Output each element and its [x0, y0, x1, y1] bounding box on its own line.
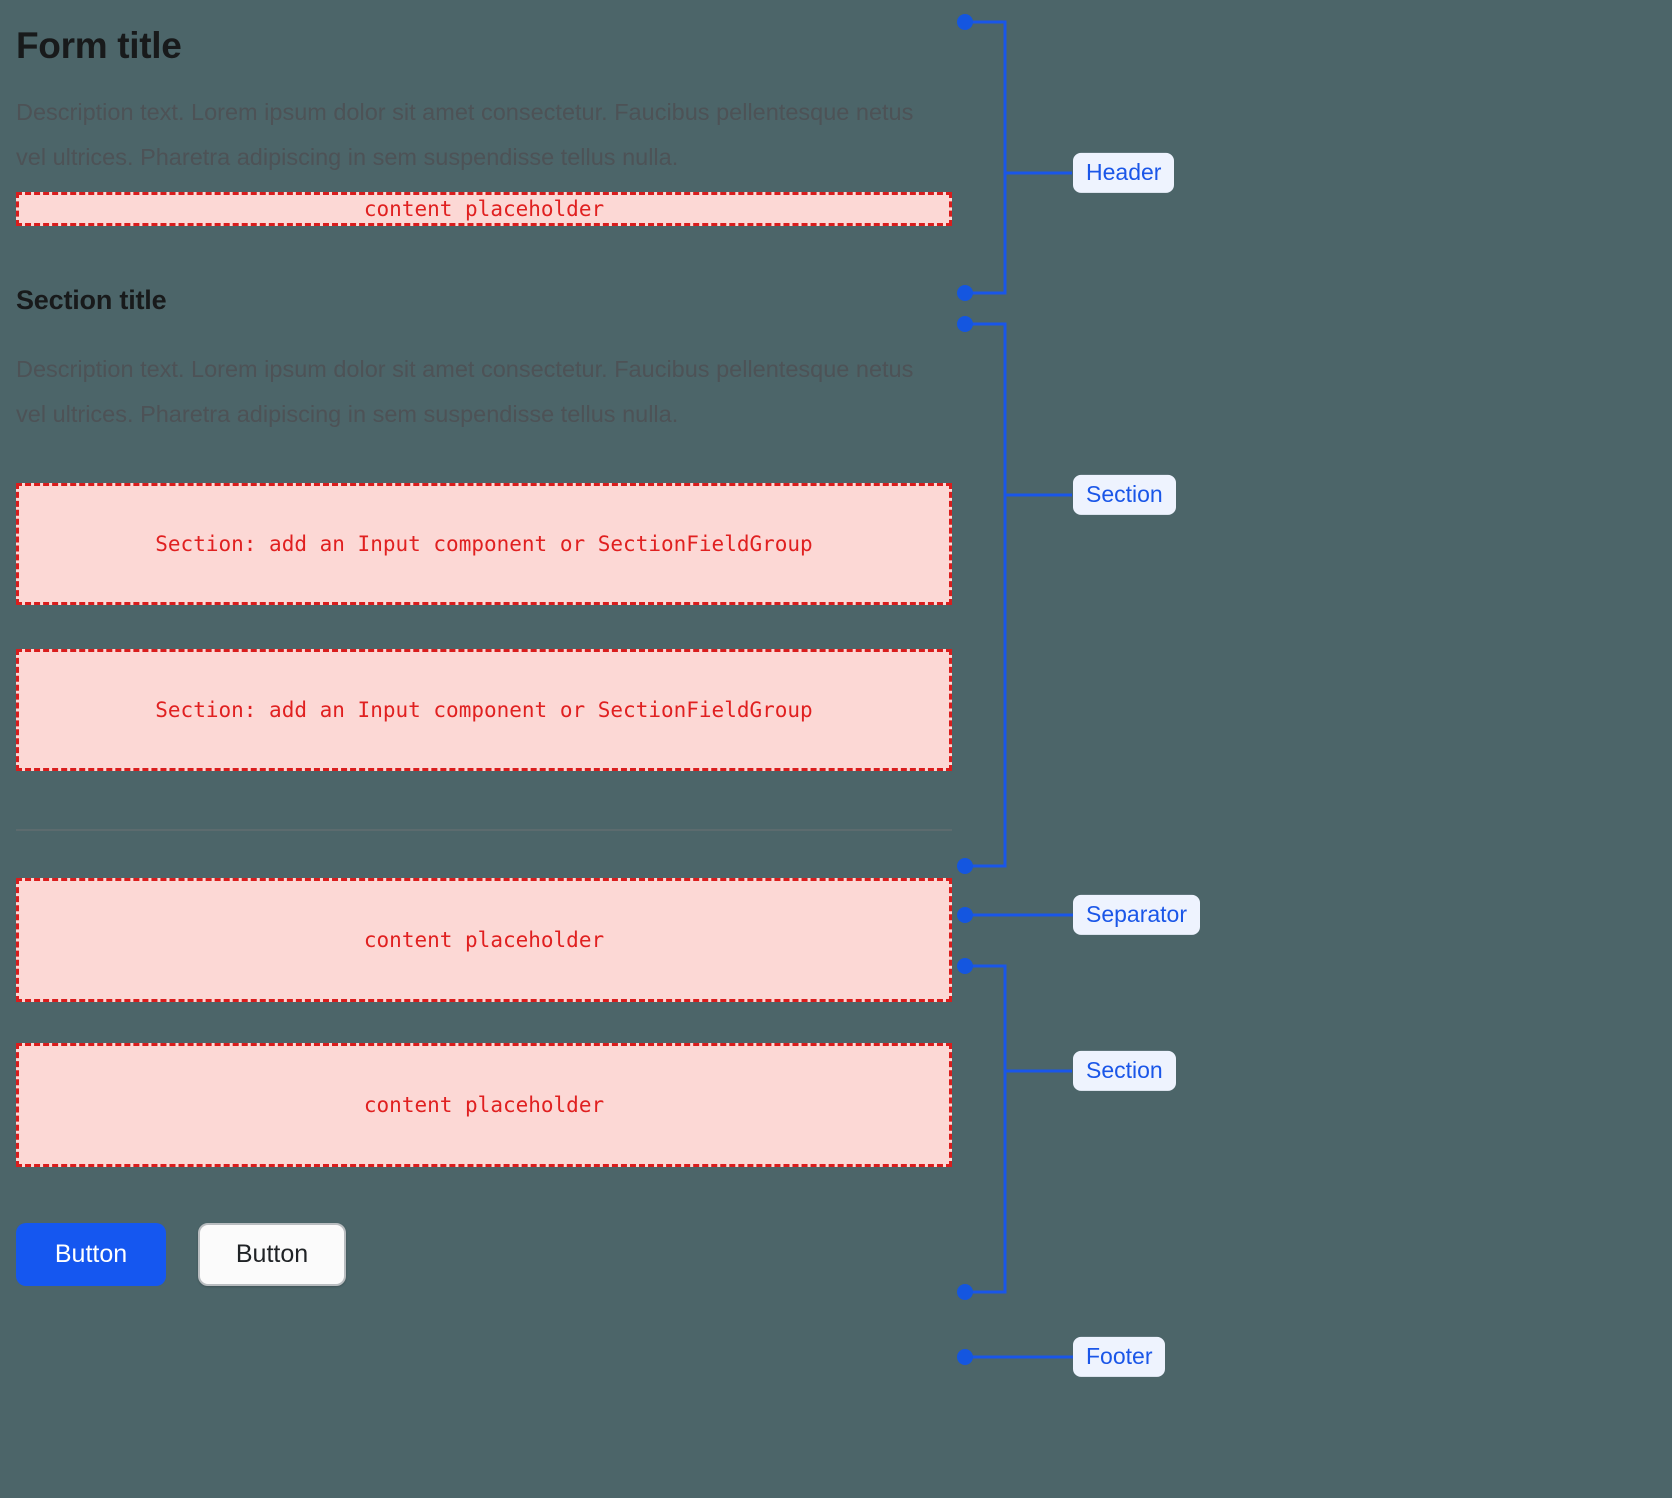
anchor-dot-section-two-bottom	[957, 1284, 973, 1300]
form-section-one: Section title Description text. Lorem ip…	[16, 284, 952, 771]
section-field-placeholder-1: Section: add an Input component or Secti…	[16, 482, 952, 605]
anchor-dot-header-top	[957, 14, 973, 30]
form-container: Form title Description text. Lorem ipsum…	[16, 0, 952, 1286]
anchor-dot-section-one-top	[957, 316, 973, 332]
anchor-dot-separator	[957, 907, 973, 923]
section-title: Section title	[16, 285, 167, 316]
header-bracket	[965, 20, 1007, 295]
secondary-button[interactable]: Button	[198, 1222, 346, 1286]
form-footer: Button Button	[16, 1222, 952, 1286]
anchor-dot-footer	[957, 1349, 973, 1365]
section-two-content-placeholder-1: content placeholder	[16, 877, 952, 1002]
separator	[16, 828, 952, 831]
anchor-dot-section-one-bottom	[957, 858, 973, 874]
anchor-dot-section-two-top	[957, 958, 973, 974]
section-field-placeholder-2: Section: add an Input component or Secti…	[16, 648, 952, 771]
annotation-endpoint-dots	[957, 14, 973, 1365]
header-content-placeholder: content placeholder	[16, 192, 952, 227]
page-title: Form title	[16, 25, 182, 66]
annotation-label-section-two[interactable]: Section	[1073, 1050, 1176, 1092]
section-two-bracket	[965, 964, 1007, 1294]
annotation-label-section-one[interactable]: Section	[1073, 474, 1176, 516]
section-field-placeholder-2-label: Section: add an Input component or Secti…	[155, 697, 813, 722]
form-section-two: content placeholder content placeholder	[16, 877, 952, 1167]
section-two-content-placeholder-2: content placeholder	[16, 1042, 952, 1167]
anchor-dot-header-bottom	[957, 285, 973, 301]
section-field-placeholder-1-label: Section: add an Input component or Secti…	[155, 531, 813, 556]
section-two-placeholder-1-label: content placeholder	[363, 927, 605, 952]
header-description: Description text. Lorem ipsum dolor sit …	[16, 99, 914, 171]
form-header: Form title Description text. Lorem ipsum…	[16, 0, 952, 227]
annotation-label-header[interactable]: Header	[1073, 152, 1175, 194]
primary-button[interactable]: Button	[16, 1222, 166, 1286]
annotation-label-separator[interactable]: Separator	[1073, 894, 1201, 936]
section-one-bracket	[965, 322, 1007, 868]
section-description: Description text. Lorem ipsum dolor sit …	[16, 355, 914, 427]
header-placeholder-label: content placeholder	[363, 197, 605, 222]
annotation-label-footer[interactable]: Footer	[1073, 1336, 1166, 1378]
section-two-placeholder-2-label: content placeholder	[363, 1092, 605, 1117]
